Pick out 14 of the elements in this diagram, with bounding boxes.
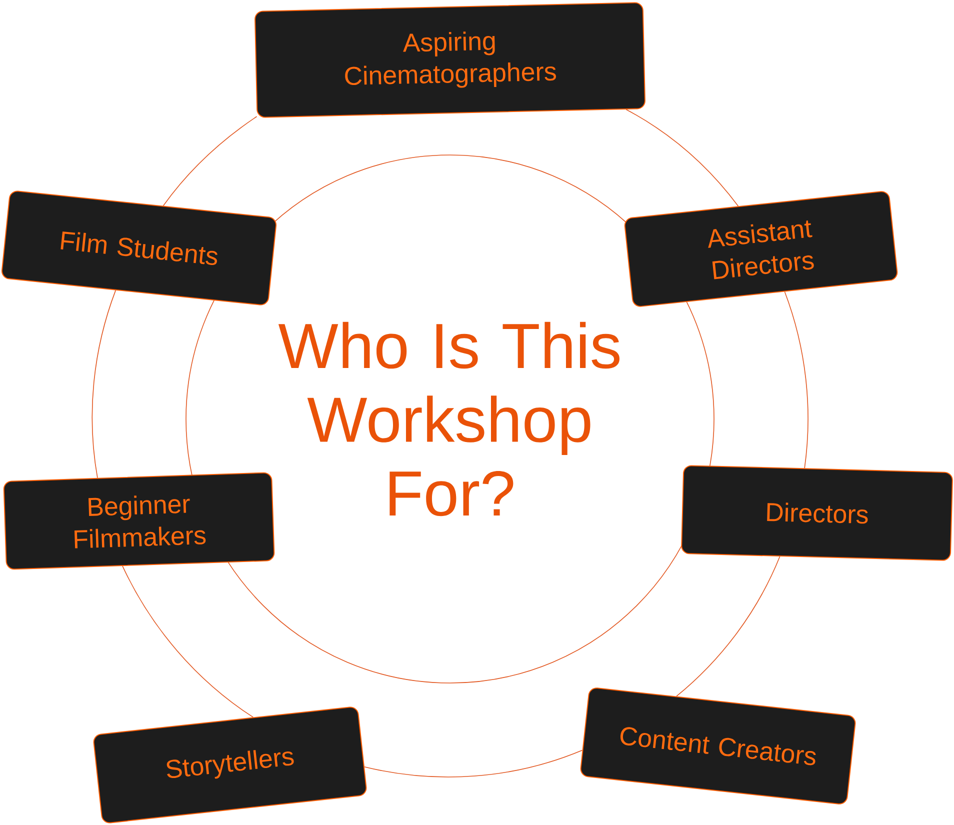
label-card: Assistant Directors bbox=[624, 191, 898, 307]
ring-arc bbox=[92, 290, 116, 478]
ring-arc bbox=[122, 566, 254, 718]
label-card: Film Students bbox=[1, 190, 277, 306]
ring-arc bbox=[784, 291, 808, 469]
ring-arc bbox=[364, 750, 583, 778]
label-card: Directors bbox=[681, 465, 953, 561]
label-card: Beginner Filmmakers bbox=[3, 472, 275, 570]
ring-arc bbox=[626, 109, 739, 207]
label-card: Aspiring Cinematographers bbox=[254, 2, 646, 118]
ring-arc bbox=[676, 556, 780, 697]
label-card: Storytellers bbox=[93, 706, 367, 824]
ring-arc bbox=[162, 116, 258, 206]
label-card: Content Creators bbox=[580, 688, 856, 804]
